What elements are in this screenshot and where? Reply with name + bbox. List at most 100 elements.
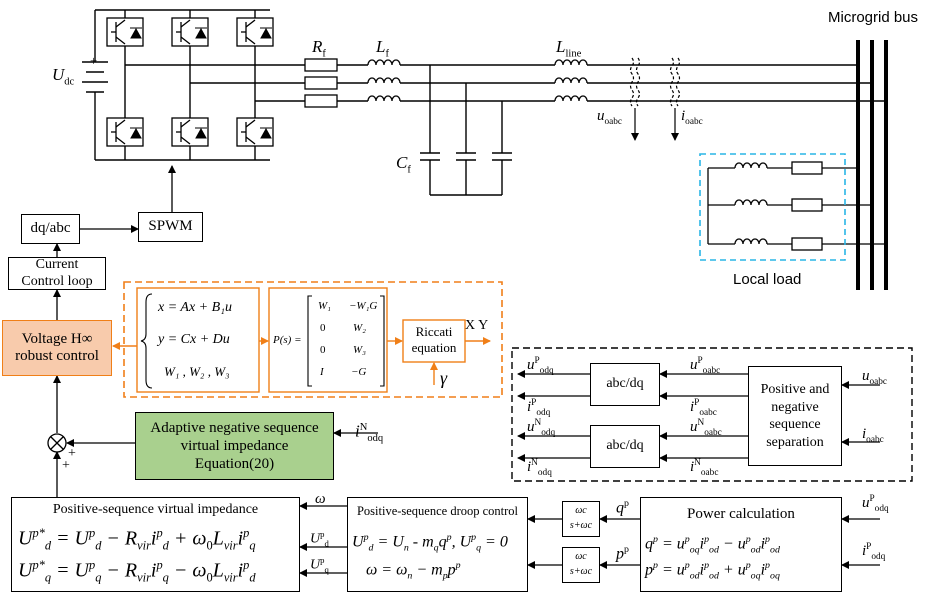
- adaptive-line2: virtual impedance: [180, 438, 289, 454]
- ss-brace: [140, 293, 153, 389]
- local-load-boundary: [699, 153, 846, 261]
- pp-signal: pp: [616, 544, 629, 563]
- current-loop-line2: Control loop: [21, 273, 93, 289]
- udc-label: Udc: [52, 65, 75, 88]
- ss-eq-3: W₁ , W₂ , W₃: [164, 364, 230, 379]
- uoabc-input-label: uoabc: [862, 368, 888, 387]
- power-calc-title: Power calculation: [687, 506, 795, 522]
- m22: W₂: [353, 322, 366, 334]
- u-oabc-p-label: uPoabc: [690, 356, 721, 376]
- xy-label: X Y: [465, 318, 489, 333]
- droop-control-block: Positive-sequence droop control Upd = Un…: [347, 497, 528, 592]
- i-oabc-p-label: iPoabc: [690, 398, 717, 418]
- u-oabc-n-label: uNoabc: [690, 418, 722, 438]
- lpf-bot-den: s+ωc: [569, 565, 593, 577]
- sequence-separation-boundary: [511, 347, 913, 482]
- riccati-line2: equation: [411, 339, 457, 355]
- hinf-design-boundary: [123, 281, 503, 398]
- current-loop-line1: Current: [35, 257, 79, 273]
- uoabc-label: uoabc: [597, 108, 623, 127]
- seq-arrows: [517, 370, 880, 462]
- droop-title: Positive-sequence droop control: [356, 504, 519, 518]
- phase-lines: [125, 64, 886, 102]
- lf-label: Lf: [376, 37, 389, 60]
- pn-line1: Positive and: [760, 382, 830, 397]
- vi-eq-q: Up*q = Upq − Rviripq − ω0Lviripd: [18, 558, 256, 585]
- sum-plus-bottom: +: [62, 458, 70, 473]
- pn-line2: negative: [771, 399, 819, 415]
- microgrid-bus-label: Microgrid bus: [828, 9, 919, 26]
- orange-arrows: [112, 337, 491, 385]
- pn-line4: separation: [766, 434, 824, 450]
- omega-signal: ω: [315, 491, 326, 507]
- dqabc-block: dq/abc: [21, 214, 80, 244]
- measurement-points: [629, 57, 681, 141]
- matrix-left-bracket: [307, 295, 312, 387]
- filter-capacitors: [420, 65, 512, 196]
- ss-eq-1: x = Ax + B₁u: [158, 300, 233, 315]
- ps-label: P(s) =: [273, 334, 302, 346]
- qp-signal: qp: [616, 498, 629, 517]
- udc-plus: +: [90, 53, 98, 68]
- m32: W₃: [353, 344, 366, 356]
- inductors: [367, 59, 588, 102]
- ss-model-box: [136, 287, 260, 393]
- m11: W₁: [318, 300, 331, 312]
- lpf-bot-block: ωc s+ωc: [562, 547, 600, 583]
- i-oabc-n-label: iNoabc: [690, 458, 719, 478]
- current-loop-block: Current Control loop: [8, 257, 106, 290]
- pc-eq-q: qp = upoqipod − upodipod: [645, 534, 780, 556]
- pn-line3: sequence: [769, 417, 821, 432]
- resistors-rf: [304, 58, 338, 108]
- droop-eq-2: ω = ωn − mppp: [366, 560, 461, 582]
- u-odq-p-label: uPodq: [527, 356, 554, 376]
- spwm-block: SPWM: [138, 212, 203, 242]
- local-load: [707, 161, 886, 251]
- upd-signal: Upd: [310, 529, 329, 549]
- u-p-odq-right: uPodq: [862, 494, 889, 514]
- voltage-hinf-line2: robust control: [15, 348, 99, 364]
- gamma-label: γ: [440, 368, 448, 388]
- m42: −G: [351, 366, 367, 378]
- adaptive-line1: Adaptive negative sequence: [150, 420, 319, 436]
- riccati-label: Riccati equation: [404, 324, 464, 355]
- lpf-top-num: ωc: [575, 505, 587, 516]
- rf-label: Rf: [312, 37, 326, 60]
- ioabc-input-label: ioabc: [862, 426, 884, 445]
- m31: 0: [320, 344, 326, 356]
- i-p-odq-right: iPodq: [862, 542, 886, 562]
- positive-vi-title: Positive-sequence virtual impedance: [52, 502, 259, 517]
- abcdq-bot-block: abc/dq: [590, 425, 660, 468]
- m21: 0: [320, 322, 326, 334]
- m12: −W₁G: [349, 300, 378, 312]
- summing-cross: [50, 436, 64, 450]
- upq-signal: Upq: [310, 555, 329, 575]
- voltage-hinf-line1: Voltage H∞: [21, 330, 93, 347]
- lline-label: Lline: [556, 37, 582, 60]
- microgrid-bus: [856, 40, 888, 290]
- cf-label: Cf: [396, 153, 411, 176]
- control-arrows: [53, 165, 880, 577]
- i-odq-p-label: iPodq: [527, 398, 551, 418]
- voltage-hinf-block: Voltage H∞ robust control: [2, 320, 112, 376]
- i-n-odq-adapt: iNodq: [355, 421, 384, 445]
- abcdq-top-block: abc/dq: [590, 363, 660, 406]
- lpf-top-den: s+ωc: [569, 519, 593, 531]
- adaptive-impedance-block: Adaptive negative sequence virtual imped…: [135, 412, 334, 480]
- m41: I: [320, 366, 324, 378]
- ioabc-label: ioabc: [681, 108, 703, 127]
- ps-matrix-box: [268, 287, 388, 393]
- riccati-line1: Riccati: [415, 324, 453, 339]
- adaptive-line3: Equation(20): [194, 456, 275, 472]
- igbt-details: [111, 19, 256, 145]
- ss-eq-2: y = Cx + Du: [158, 332, 230, 347]
- lpf-top-block: ωc s+ωc: [562, 501, 600, 537]
- sum-plus-right: +: [68, 446, 76, 461]
- freewheel-diodes: [130, 27, 272, 139]
- u-odq-n-label: uNodq: [527, 418, 556, 438]
- i-odq-n-label: iNodq: [527, 458, 552, 478]
- vi-eq-d: Up*d = Upd − Rviripd + ω0Lviripq: [18, 526, 256, 553]
- positive-vi-block: Positive-sequence virtual impedance Up*d…: [11, 497, 300, 592]
- pn-separation-block: Positive and negative sequence separatio…: [748, 366, 842, 466]
